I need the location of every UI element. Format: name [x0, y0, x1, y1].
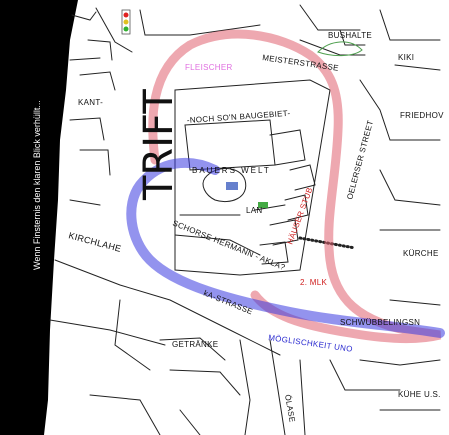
label-meisterstrasse: MEISTERSTRASSE: [262, 53, 340, 73]
label-friedhov: FRIEDHOV: [400, 111, 444, 120]
label-schwubbelingsn: SCHWÜBBELINGSN: [340, 318, 420, 327]
black-side-strip: [0, 0, 78, 435]
label-baugebiet: -NOCH SO'N BAUGEBIET-: [187, 109, 291, 125]
bushalte-tree-icon: [317, 41, 363, 57]
red-route: [148, 29, 442, 343]
label-trift: TRIFT: [136, 89, 182, 201]
label-kirchlahe: KIRCHLAHE: [67, 230, 122, 254]
bauers-welt-marker-icon: [226, 182, 238, 190]
street-sketch-lines: [49, 4, 441, 435]
label-bushalte: BUSHALTE: [328, 31, 372, 40]
blue-route: [126, 157, 445, 338]
label-oelerser-street: OELERSER STREET: [345, 119, 375, 200]
label-2-mlk: 2. MLK: [300, 278, 328, 287]
label-schorse-hermann: SCHORSE HERMANN - AKLA?: [171, 219, 287, 273]
label-kant: KANT-: [78, 98, 103, 107]
side-note: Wenn Finsternis den klaren Blick verhüll…: [32, 100, 42, 270]
label-kiki: KIKI: [398, 53, 414, 62]
label-fleischer: FLEISCHER: [185, 63, 233, 72]
lan-marker-icon: [258, 202, 268, 208]
traffic-light-icon: [121, 9, 131, 35]
label-lan: LAN: [246, 206, 262, 215]
label-getranke: GETRÄNKE: [172, 340, 218, 349]
label-moglichkeit-uno: MÖGLISCHKEIT UNO: [268, 333, 354, 354]
label-olase: ÖLASE: [283, 394, 297, 423]
label-kuhe: KÜHE U.S.: [398, 390, 441, 399]
label-bauers-welt: BAUERS WELT: [192, 166, 271, 175]
label-kurche: KÜRCHE: [403, 249, 439, 258]
